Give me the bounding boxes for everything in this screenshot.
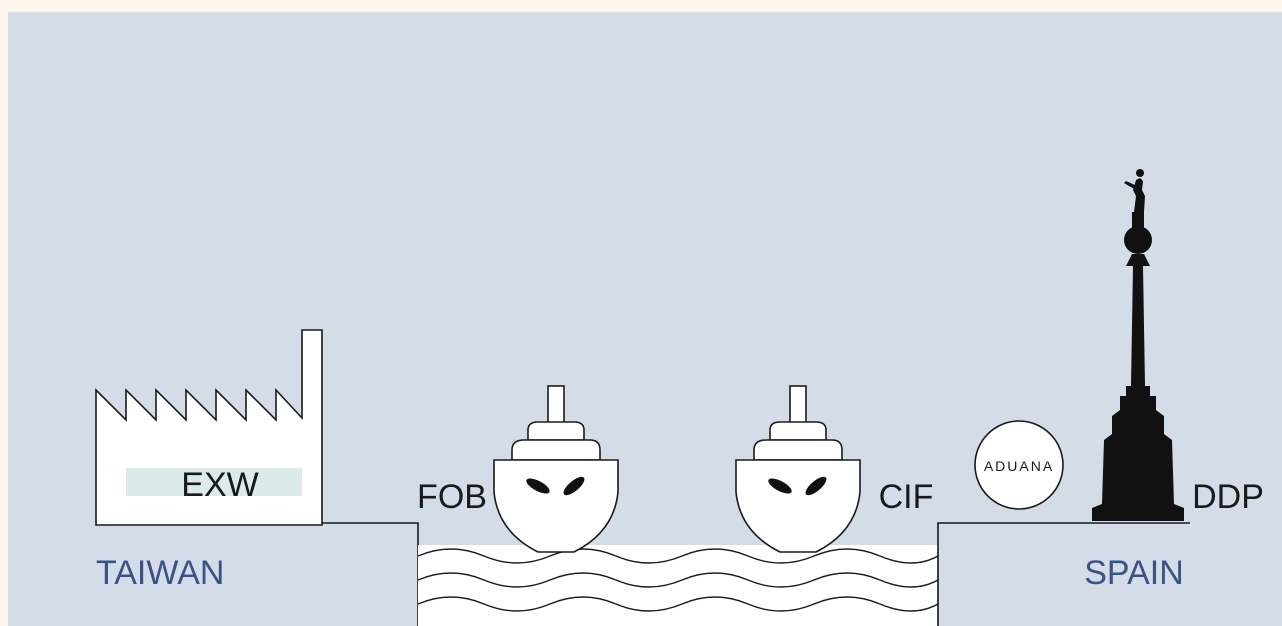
origin-country-label: TAIWAN	[96, 554, 224, 592]
sky-background	[8, 12, 1282, 626]
ddp-label: DDP	[1192, 478, 1264, 516]
top-strip	[0, 0, 1282, 12]
aduana-label: ADUANA	[984, 458, 1054, 474]
fob-label: FOB	[417, 478, 487, 516]
exw-label: EXW	[181, 466, 258, 504]
cif-label: CIF	[879, 478, 934, 516]
destination-country-label: SPAIN	[1084, 554, 1184, 592]
